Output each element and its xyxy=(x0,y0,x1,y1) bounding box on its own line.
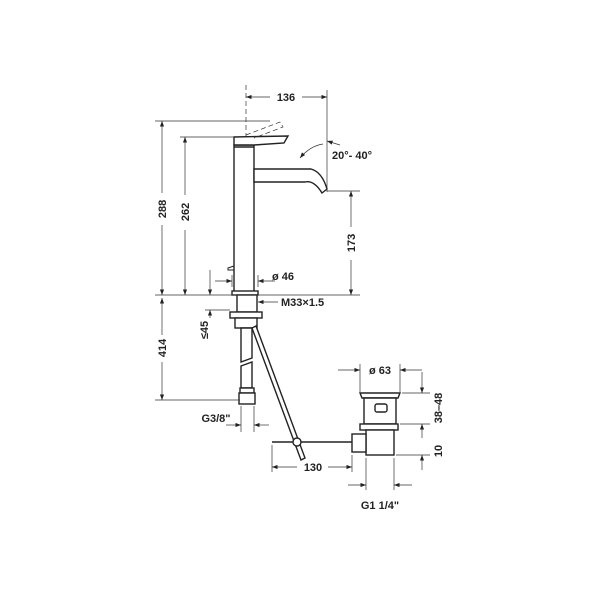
pop-up-rod xyxy=(251,325,355,461)
dim-thread: M33×1.5 xyxy=(281,297,324,309)
dim-hose-length: 414 xyxy=(157,338,169,357)
dim-waste-range: 38–48 xyxy=(433,393,445,424)
dim-max-deck-thickness: ≤45 xyxy=(199,321,211,339)
threaded-shank xyxy=(236,294,258,313)
dim-waste-thread: G1 1/4" xyxy=(361,500,399,512)
dim-spout-angle: 20°- 40° xyxy=(332,150,372,162)
pop-up-knob xyxy=(227,265,235,271)
dim-spout-height: 173 xyxy=(346,234,358,252)
dim-waste-offset: 10 xyxy=(433,445,445,457)
hose-nut xyxy=(238,392,256,405)
waste-valve xyxy=(351,392,402,456)
rod-pivot xyxy=(292,437,302,447)
waste-connector xyxy=(351,433,367,453)
dim-waste-diameter: ø 63 xyxy=(369,365,391,377)
dim-rod-length: 130 xyxy=(304,462,322,474)
dim-spout-reach: 136 xyxy=(277,92,295,104)
dimension-lines xyxy=(155,90,430,490)
spout xyxy=(253,168,328,195)
lever xyxy=(233,135,290,146)
dim-hose-connection: G3/8" xyxy=(201,413,230,425)
dim-body-diameter: ø 46 xyxy=(272,271,294,283)
supply-hose xyxy=(238,327,256,405)
dim-lever-height: 262 xyxy=(180,203,192,221)
fixing-nut xyxy=(229,311,263,319)
dim-total-height: 288 xyxy=(157,200,169,218)
